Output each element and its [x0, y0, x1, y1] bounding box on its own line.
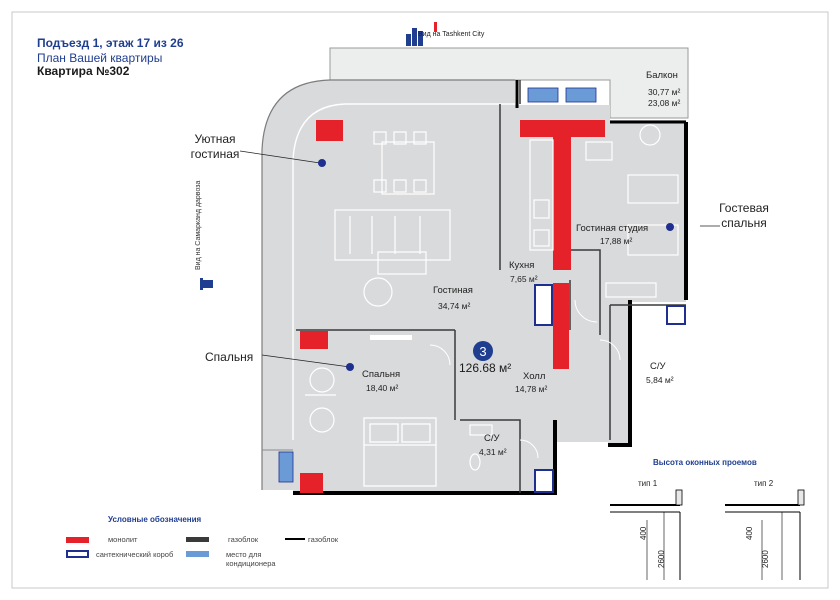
callout-dots	[318, 159, 674, 371]
apartment-number: Квартира №302	[37, 64, 130, 78]
window-type-1-diagram	[610, 489, 683, 580]
room-area-hall: 14,78 м²	[515, 384, 547, 394]
inner-glazing	[292, 103, 515, 440]
room-area-balcony: 30,77 м²	[648, 87, 680, 97]
room-name-balcony: Балкон	[646, 70, 678, 81]
entrance-floor-title: Подъезд 1, этаж 17 из 26	[37, 36, 184, 50]
room-area-bathroom-1: 5,84 м²	[646, 375, 674, 385]
plan-subtitle: План Вашей квартиры	[37, 51, 163, 65]
outer-curved-wall	[261, 79, 515, 490]
rooms-count: 3	[479, 344, 486, 359]
rooms-count-badge	[473, 341, 493, 361]
apartment-floor	[262, 80, 686, 495]
north-view-label: Вид на Tashkent City	[418, 31, 485, 38]
gate-view-icon	[200, 278, 213, 290]
bed	[363, 417, 437, 487]
door-swings	[429, 299, 621, 459]
callout-bedroom: Спальня	[205, 350, 254, 364]
room-name-hall: Холл	[523, 371, 545, 382]
callout-lines	[239, 150, 720, 368]
room-name-guest-studio: Гостиная студия	[576, 223, 648, 234]
sofa	[334, 209, 451, 307]
room-area-kitchen: 7,65 м²	[510, 274, 538, 284]
kitchen-counter	[529, 139, 554, 251]
win2-h-top: 400	[745, 526, 754, 540]
city-view-icon	[406, 22, 437, 46]
tv-console	[370, 335, 412, 340]
win1-h-bottom: 2600	[657, 550, 666, 568]
room-name-bathroom-2: С/У	[484, 433, 501, 444]
legend-gasblock: газоблок	[228, 535, 259, 544]
legend-monolith: монолит	[108, 535, 138, 544]
legend-plumbing: сантехнический короб	[96, 550, 174, 559]
interior-partitions	[296, 80, 686, 493]
room-name-living: Гостиная	[433, 285, 473, 296]
room-area-guest-studio: 17,88 м²	[600, 236, 632, 246]
room-area-bedroom: 18,40 м²	[366, 383, 398, 393]
room-area-bathroom-2: 4,31 м²	[479, 447, 507, 457]
window-heights-title: Высота оконных проемов	[653, 458, 757, 467]
monolith-columns	[300, 120, 605, 493]
total-area: 126.68 м²	[459, 361, 511, 375]
legend-swatch-gasblock	[186, 537, 209, 542]
bedroom-furniture	[305, 367, 336, 433]
plumbing-boxes	[534, 284, 686, 493]
page-frame	[11, 11, 829, 589]
window-type-1-label: тип 1	[638, 479, 658, 488]
room-name-kitchen: Кухня	[509, 260, 534, 271]
ac-places	[278, 87, 597, 483]
bathroom-fixtures	[469, 319, 677, 471]
room-name-bedroom: Спальня	[362, 369, 400, 380]
legend-swatch-plumbing	[66, 550, 89, 558]
legend-swatch-ac	[186, 551, 209, 557]
win1-h-top: 400	[639, 526, 648, 540]
win2-h-bottom: 2600	[761, 550, 770, 568]
callout-cozy-living: Уютная гостиная	[190, 132, 240, 161]
legend-gasblock-2: газоблок	[308, 535, 339, 544]
window-type-2-diagram	[725, 489, 805, 580]
legend-title: Условные обозначения	[108, 515, 202, 524]
west-view-label: Вид на Самарканд дарвоза	[195, 181, 202, 270]
legend-swatch-monolith	[66, 537, 89, 543]
callout-guest-bedroom: Гостевая спальня	[719, 201, 769, 230]
room-area-living: 34,74 м²	[438, 301, 470, 311]
guest-furniture	[585, 124, 679, 298]
east-lower-wall	[608, 300, 632, 447]
room-name-bathroom-1: С/У	[650, 361, 667, 372]
window-type-2-label: тип 2	[754, 479, 774, 488]
legend-ac: место для кондиционера	[226, 550, 276, 568]
dining-furniture	[373, 131, 435, 195]
room-area-balcony-2: 23,08 м²	[648, 98, 680, 108]
